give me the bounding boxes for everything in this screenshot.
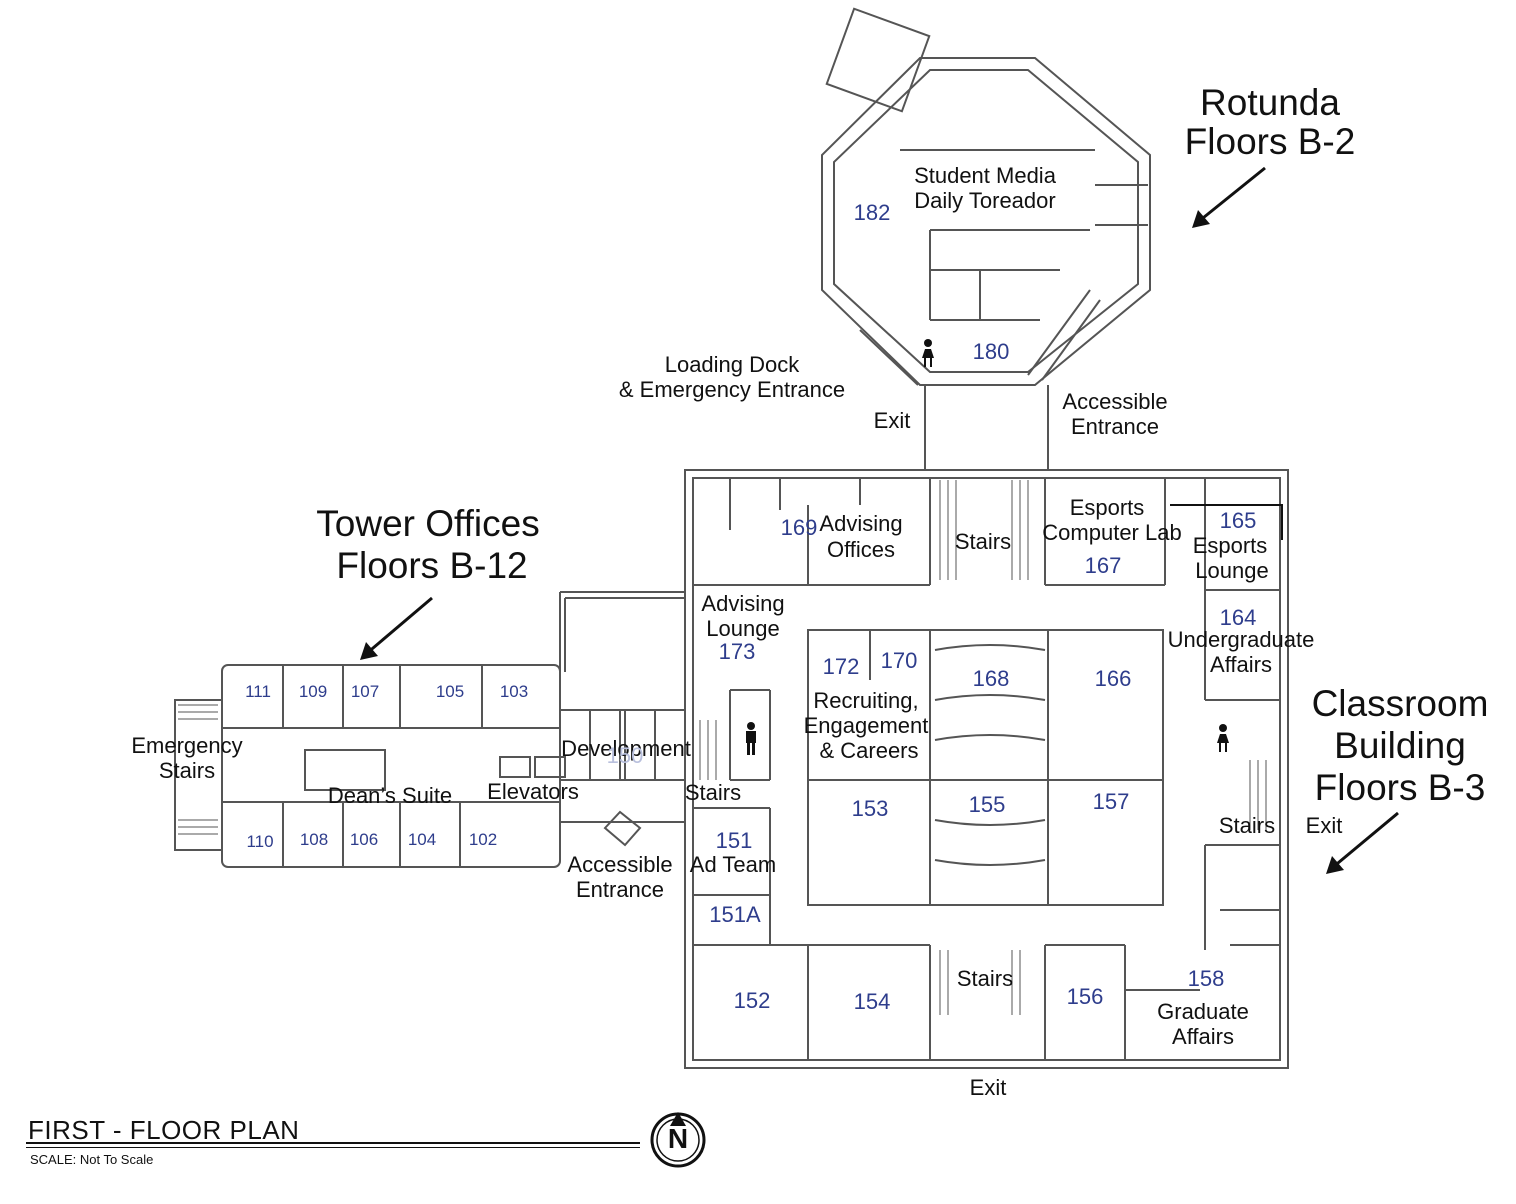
room-180[interactable]: 180 [972, 339, 1010, 364]
room-157[interactable]: 157 [1092, 789, 1130, 814]
mens-restroom-icon [747, 722, 755, 730]
recruiting-label: Recruiting, [813, 688, 919, 713]
room-151[interactable]: 151 [715, 828, 753, 853]
engagement-label: Engagement [803, 713, 929, 738]
room-108[interactable]: 108 [299, 830, 329, 849]
exit-label-east: Exit [1305, 813, 1343, 838]
classroom-heading-line2: Building [1334, 725, 1466, 766]
graduate-label: Graduate [1157, 999, 1249, 1024]
exit-label-south: Exit [969, 1075, 1007, 1100]
emergency-entrance-label: & Emergency Entrance [618, 377, 846, 402]
room-166[interactable]: 166 [1094, 666, 1132, 691]
stairs-label-east: Stairs [1218, 813, 1276, 838]
tower-building-outline [221, 664, 561, 868]
classroom-heading-line1: Classroom [1311, 683, 1489, 724]
careers-label: & Careers [819, 738, 919, 763]
room-182[interactable]: 182 [853, 200, 891, 225]
tower-heading-line2: Floors B-12 [336, 545, 528, 586]
tower-heading-line1: Tower Offices [316, 503, 540, 544]
room-103[interactable]: 103 [499, 682, 529, 701]
deans-suite-label: Dean’s Suite [327, 783, 453, 808]
undergraduate-affairs-label: Affairs [1210, 652, 1272, 677]
room-104[interactable]: 104 [407, 830, 437, 849]
room-153[interactable]: 153 [851, 796, 889, 821]
room-165[interactable]: 165 [1219, 508, 1257, 533]
elevators-label: Elevators [487, 779, 579, 804]
room-154[interactable]: 154 [853, 989, 891, 1014]
room-107[interactable]: 107 [350, 682, 380, 701]
room-168[interactable]: 168 [972, 666, 1010, 691]
entrance-label-west: Entrance [575, 877, 665, 902]
room-167[interactable]: 167 [1084, 553, 1122, 578]
rotunda-heading-line2: Floors B-2 [1184, 121, 1356, 162]
ad-team-label: Ad Team [689, 852, 777, 877]
room-151a[interactable]: 151A [709, 902, 761, 927]
room-172[interactable]: 172 [822, 654, 860, 679]
stairs-label-north: Stairs [954, 529, 1012, 554]
graduate-affairs-label: Affairs [1172, 1024, 1234, 1049]
daily-toreador-label: Daily Toreador [914, 188, 1056, 213]
lounge-label-advising: Lounge [706, 616, 780, 641]
undergraduate-label: Undergraduate [1167, 627, 1315, 652]
emergency-label: Emergency [131, 733, 243, 758]
accessible-label-rotunda: Accessible [1062, 389, 1168, 414]
advising-label: Advising [819, 511, 903, 536]
student-media-label: Student Media [914, 163, 1056, 188]
plan-title: FIRST - FLOOR PLAN [28, 1115, 300, 1145]
exit-label-rotunda: Exit [873, 408, 911, 433]
room-164[interactable]: 164 [1219, 605, 1257, 630]
scale-note: SCALE: Not To Scale [30, 1152, 154, 1167]
stairs-label-south: Stairs [956, 966, 1014, 991]
room-102[interactable]: 102 [468, 830, 498, 849]
title-rule [26, 1142, 640, 1144]
room-150[interactable]: 150 [606, 743, 644, 768]
room-155[interactable]: 155 [968, 792, 1006, 817]
offices-label: Offices [826, 537, 896, 562]
entrance-label-rotunda: Entrance [1070, 414, 1160, 439]
computer-lab-label: Computer Lab [1042, 520, 1182, 545]
rotunda-outline [821, 57, 1151, 386]
womens-restroom-icon [924, 339, 932, 347]
room-111[interactable]: 111 [245, 682, 271, 701]
room-173[interactable]: 173 [718, 639, 756, 664]
room-156[interactable]: 156 [1066, 984, 1104, 1009]
room-109[interactable]: 109 [298, 682, 328, 701]
room-158[interactable]: 158 [1187, 966, 1225, 991]
north-arrow-letter: N [667, 1123, 689, 1154]
advising-lounge-label: Advising [701, 591, 785, 616]
room-152[interactable]: 152 [733, 988, 771, 1013]
room-170[interactable]: 170 [880, 648, 918, 673]
lounge-label-esports: Lounge [1195, 558, 1269, 583]
title-rule-thin [26, 1147, 640, 1148]
womens-restroom-icon-classroom [1219, 724, 1227, 732]
esports-lounge-label: Esports [1192, 533, 1268, 558]
rotunda-heading-line1: Rotunda [1200, 82, 1340, 123]
room-105[interactable]: 105 [435, 682, 465, 701]
stairs-label-west: Stairs [684, 780, 742, 805]
accessible-label-west: Accessible [567, 852, 673, 877]
room-106[interactable]: 106 [349, 830, 379, 849]
north-arrow-icon [650, 1112, 706, 1168]
room-169[interactable]: 169 [780, 515, 818, 540]
esports-lab-label: Esports [1069, 495, 1145, 520]
loading-dock-label: Loading Dock [664, 352, 800, 377]
emergency-stairs-label: Stairs [158, 758, 216, 783]
development-label: Development [561, 736, 691, 761]
room-110[interactable]: 110 [246, 832, 274, 851]
classroom-heading-line3: Floors B-3 [1314, 767, 1486, 808]
